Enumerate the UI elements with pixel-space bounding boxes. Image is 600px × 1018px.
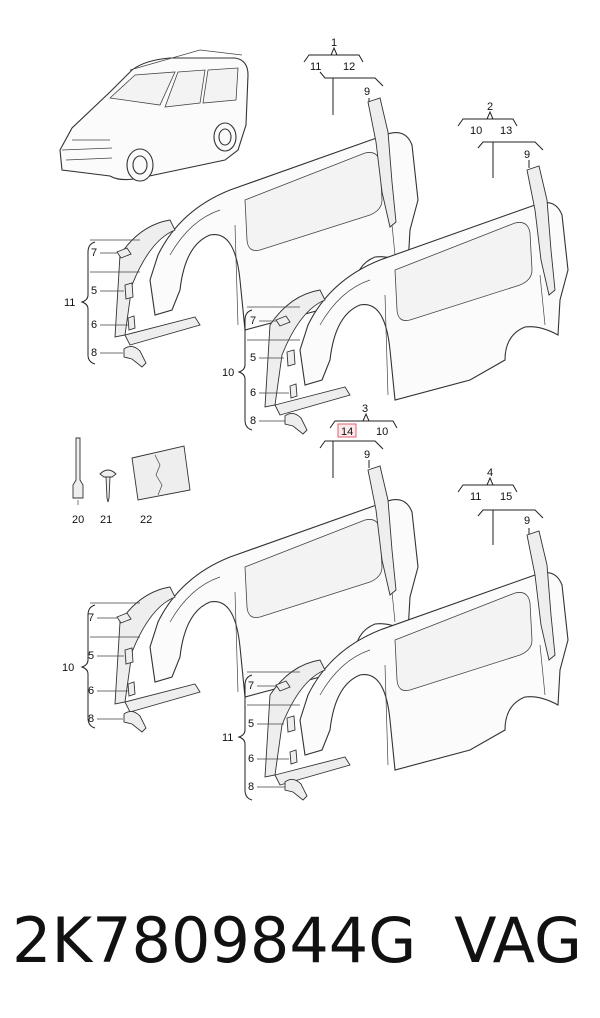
side-group-d: 11 7 5 6 8 [222, 671, 308, 801]
part-label-6-a: 6 [91, 319, 97, 331]
part-number: 2K7809844G [12, 903, 417, 977]
accessory-label-21: 21 [100, 514, 112, 526]
part-label-6-c: 6 [88, 685, 94, 697]
assembly-2-pillar-label: 9 [524, 149, 530, 161]
assembly-3-pillar-label: 9 [364, 449, 370, 461]
part-label-8-b: 8 [250, 415, 256, 427]
part-label-7-a: 7 [91, 247, 97, 259]
part-label-7-b: 7 [250, 315, 256, 327]
assembly-2: 2 10 13 9 [264, 101, 569, 416]
part-label-5-d: 5 [248, 718, 254, 730]
assembly-4-pillar-label: 9 [524, 515, 530, 527]
accessory-label-20: 20 [72, 514, 84, 526]
brand-name: VAG [454, 903, 582, 977]
assembly-2-number: 2 [487, 101, 493, 113]
part-label-5-c: 5 [88, 650, 94, 662]
part-label-7-c: 7 [88, 612, 94, 624]
part-label-5-a: 5 [91, 285, 97, 297]
assembly-1-left: 11 [310, 61, 321, 73]
accessories: 20 21 22 [72, 437, 191, 526]
side-group-b-label: 10 [222, 367, 234, 379]
assembly-3: 3 14 10 9 [114, 403, 419, 713]
assembly-2-right: 13 [500, 125, 512, 137]
side-group-c-label: 10 [62, 662, 74, 674]
caption: 2K7809844G VAG [0, 890, 600, 990]
side-group-c: 10 7 5 6 8 [62, 602, 147, 733]
assembly-1-right: 12 [343, 61, 355, 73]
assembly-3-number: 3 [362, 403, 368, 415]
part-label-8-c: 8 [88, 713, 94, 725]
assembly-4-number: 4 [487, 467, 493, 479]
assembly-3-right: 10 [376, 426, 388, 438]
assembly-4-right: 15 [500, 491, 512, 503]
assembly-4: 4 11 15 9 [264, 467, 569, 786]
van-illustration [59, 49, 249, 182]
accessory-label-22: 22 [140, 514, 152, 526]
part-label-7-d: 7 [248, 680, 254, 692]
side-group-b: 10 7 5 6 8 [222, 306, 308, 435]
side-group-d-label: 11 [222, 732, 233, 744]
assembly-3-left: 14 [341, 426, 353, 438]
part-label-8-a: 8 [91, 347, 97, 359]
assembly-2-left: 10 [470, 125, 482, 137]
part-label-6-b: 6 [250, 387, 256, 399]
side-group-a-label: 11 [64, 297, 75, 309]
assembly-1-number: 1 [331, 37, 337, 49]
highlight-box [337, 423, 357, 438]
parts-diagram: 1 11 12 9 2 10 13 9 3 14 10 9 4 11 15 9 [59, 37, 569, 801]
part-label-5-b: 5 [250, 352, 256, 364]
assembly-4-left: 11 [470, 491, 481, 503]
part-label-6-d: 6 [248, 753, 254, 765]
assembly-1: 1 11 12 9 [114, 37, 419, 346]
assembly-1-pillar-label: 9 [364, 86, 370, 98]
side-group-a: 11 7 5 6 8 [64, 239, 147, 368]
part-label-8-d: 8 [248, 781, 254, 793]
